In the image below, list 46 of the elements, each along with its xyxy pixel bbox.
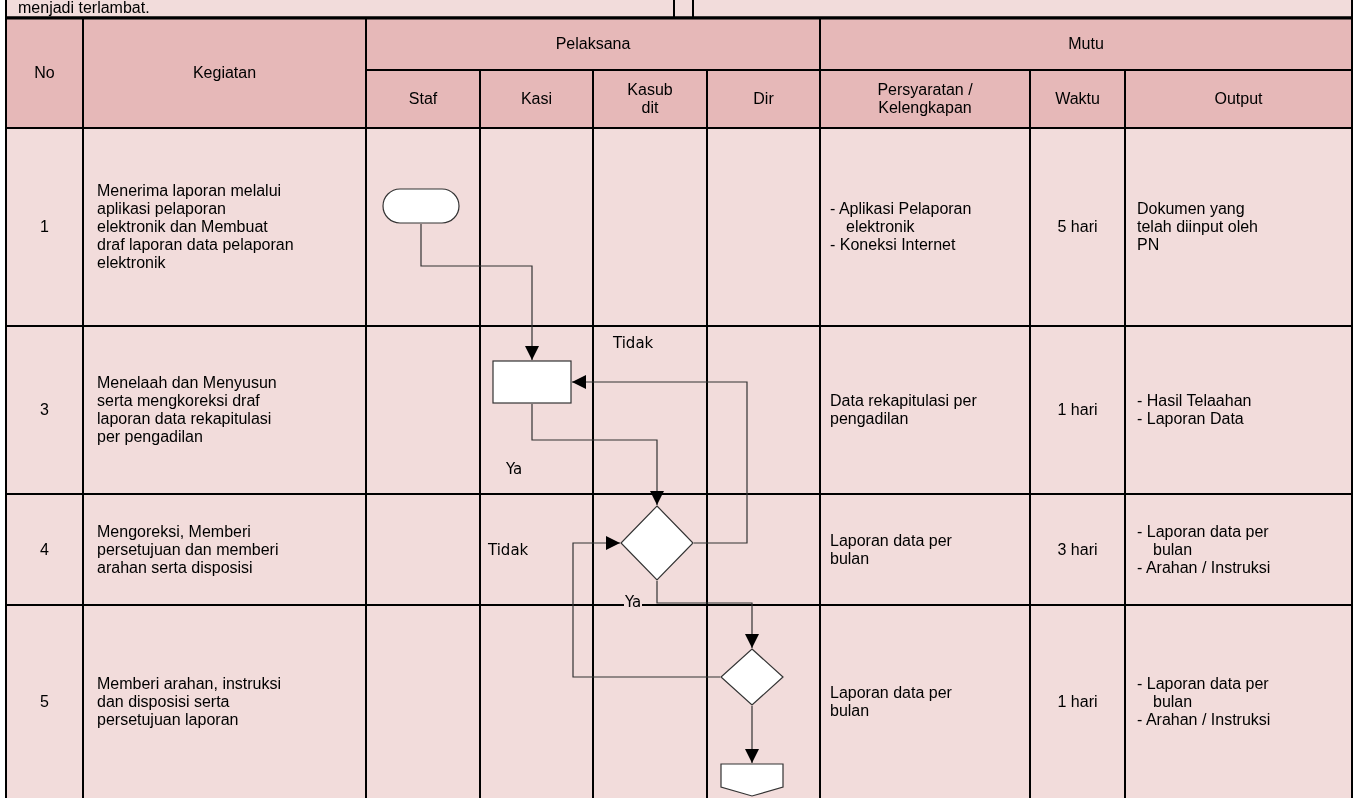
output-item: - Hasil Telaahan (1137, 392, 1252, 410)
column-header: Waktu (1055, 90, 1100, 108)
activity-text: Menerima laporan melalui aplikasi pelaporan elektronik dan Membuat draf laporan data pelaporan elektronik (97, 182, 295, 272)
duration-text: 5 hari (1057, 218, 1098, 236)
row-number: 4 (40, 540, 49, 559)
duration-text: 3 hari (1057, 540, 1098, 559)
row-number: 3 (40, 401, 49, 419)
activity-text: Mengoreksi, Memberi persetujuan dan memberi arahan serta disposisi (97, 522, 280, 577)
output-item: - Arahan / Instruksi (1137, 558, 1271, 577)
column-header: Kasub dit (627, 81, 673, 117)
activity-text: Memberi arahan, instruksi dan disposisi serta persetujuan laporan (97, 674, 283, 729)
requirement-text: Data rekapitulasi per pengadilan (830, 392, 978, 428)
requirement-text: Laporan data per bulan (830, 531, 953, 568)
column-header: Dir (753, 90, 774, 108)
column-header: Mutu (1068, 35, 1104, 53)
output-item: - Laporan data per bulan (1137, 674, 1270, 711)
column-header: Kegiatan (192, 64, 257, 82)
arrow (571, 375, 748, 544)
column-header: Staf (408, 90, 438, 108)
arrow (745, 705, 759, 764)
decision-diamond (620, 505, 694, 581)
column-header: Kasi (520, 90, 553, 108)
duration-text: 1 hari (1057, 692, 1098, 711)
output-item: - Arahan / Instruksi (1137, 710, 1271, 729)
row-number: 5 (40, 692, 49, 711)
output-item: - Laporan data per bulan (1137, 522, 1270, 559)
decision-diamond (720, 648, 784, 706)
output-item: - Laporan Data (1137, 410, 1244, 428)
arrow (420, 223, 539, 361)
process-box (492, 360, 572, 404)
requirement-item: - Koneksi Internet (830, 236, 956, 254)
activity-text: Menelaah dan Menyusun serta mengkoreksi draf laporan data rekapitulasi per pengadilan (97, 374, 278, 446)
arrow (656, 580, 759, 649)
arrow (531, 403, 664, 506)
column-header: Output (1214, 90, 1263, 108)
output-text: Dokumen yang telah diinput oleh PN (1137, 200, 1259, 254)
column-header: Persyaratan / Kelengkapan (876, 81, 974, 117)
duration-text: 1 hari (1057, 401, 1098, 419)
row-number: 1 (40, 218, 49, 236)
requirement-item: - Aplikasi Pelaporan elektronik (830, 200, 973, 236)
column-header: No (34, 64, 55, 82)
column-header: Pelaksana (555, 35, 631, 53)
terminator-shape (382, 188, 460, 224)
arrow (572, 536, 721, 678)
note-text: menjadi terlambat. (18, 0, 150, 17)
requirement-text: Laporan data per bulan (830, 683, 953, 720)
